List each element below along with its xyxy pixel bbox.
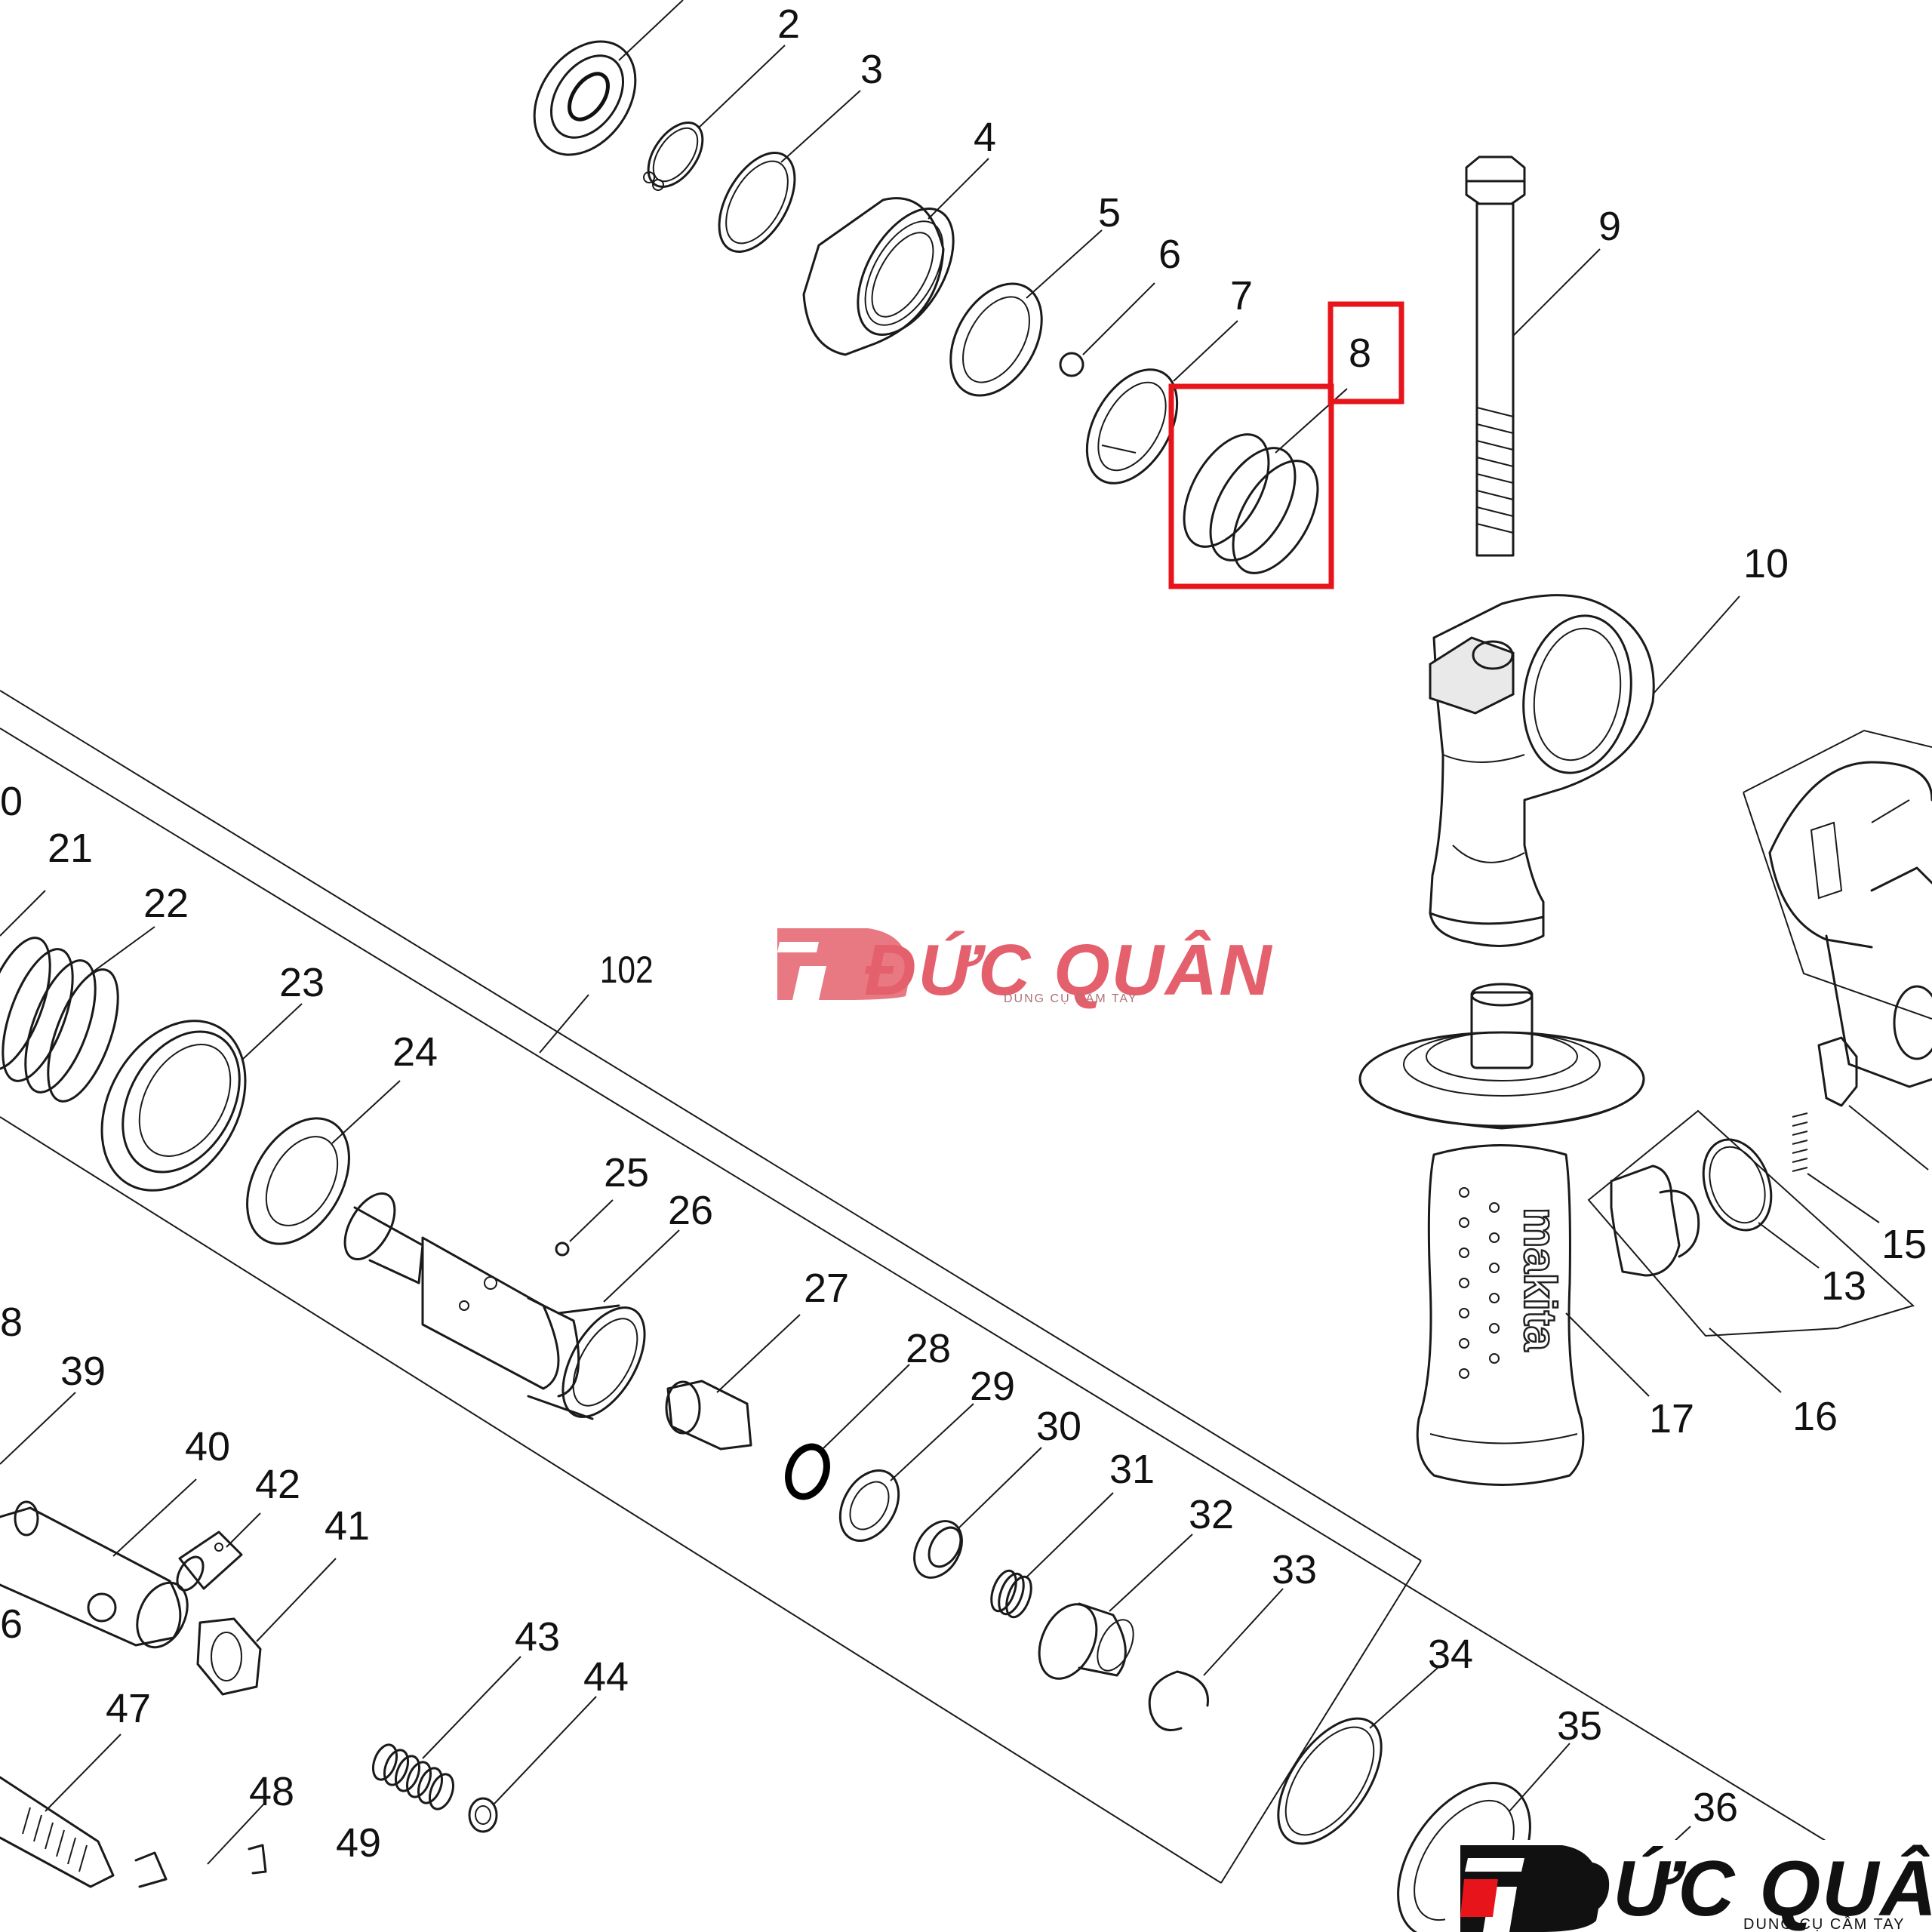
label-part-16: 16: [1792, 1394, 1838, 1439]
part-23-change-ring: [100, 1003, 303, 1192]
label-part-38: 8: [0, 1300, 23, 1345]
part-26-tool-holder: [343, 1192, 680, 1420]
part-28-o-ring: [785, 1364, 910, 1500]
label-part-13: 13: [1821, 1263, 1866, 1309]
label-part-49: 49: [336, 1820, 381, 1866]
part-4-bearing: [802, 158, 989, 356]
label-part-29: 29: [970, 1364, 1015, 1409]
label-part-4: 4: [974, 115, 996, 160]
part-43-spring: [371, 1656, 521, 1810]
part-24-ring-spring: [246, 1080, 401, 1245]
logo-name: ĐỨC QUÂN: [1555, 1845, 1932, 1932]
label-part-31: 31: [1109, 1447, 1155, 1492]
part-47-spindle: [0, 1734, 122, 1888]
label-part-41: 41: [325, 1503, 370, 1549]
part-44-screw: [468, 1696, 597, 1833]
handle-brand-text: makita: [1515, 1208, 1565, 1352]
part-10-grip-base: [1429, 594, 1740, 947]
part-48-49-small-parts: [134, 1803, 267, 1888]
watermark-logo: ĐỨC QUÂN DUNG CỤ CẦM TAY: [777, 928, 1273, 1011]
label-part-40: 40: [185, 1424, 230, 1469]
label-part-46: 6: [0, 1601, 23, 1647]
label-part-32: 32: [1189, 1492, 1234, 1537]
watermark-name: ĐỨC QUÂN: [864, 929, 1273, 1011]
label-part-36: 36: [1693, 1785, 1738, 1830]
label-part-24: 24: [392, 1029, 438, 1075]
part-16-group: [1587, 1036, 1929, 1393]
label-part-28: 28: [906, 1326, 951, 1371]
part-3-flat-washer: [718, 90, 861, 253]
label-part-30: 30: [1036, 1404, 1081, 1449]
part-8-compression-spring: [1183, 388, 1348, 574]
logo-tagline: DUNG CỤ CẦM TAY: [1743, 1915, 1905, 1932]
part-5-flat-washer: [949, 229, 1103, 397]
label-part-25: 25: [604, 1150, 649, 1195]
part-29-flat-washer: [838, 1403, 974, 1543]
housing-body: [1743, 729, 1932, 1088]
part-21-22-springs: [0, 890, 155, 1103]
label-part-42: 42: [255, 1462, 300, 1507]
label-part-44: 44: [583, 1654, 629, 1700]
label-part-2: 2: [777, 2, 800, 47]
label-part-9: 9: [1598, 204, 1621, 249]
label-part-27: 27: [804, 1266, 849, 1311]
part-33-ring-spring: [1148, 1588, 1284, 1731]
brand-logo: ĐỨC QUÂN DUNG CỤ CẦM TAY: [1445, 1840, 1932, 1932]
label-part-47: 47: [106, 1686, 151, 1731]
label-part-26: 26: [668, 1188, 713, 1233]
label-part-17: 17: [1649, 1396, 1694, 1441]
label-part-8: 8: [1349, 331, 1371, 376]
label-part-43: 43: [515, 1614, 560, 1660]
label-part-3: 3: [860, 47, 883, 92]
part-30-ring: [913, 1447, 1042, 1579]
part-40-cam-cylinder: [0, 1478, 197, 1649]
label-part-5: 5: [1098, 190, 1121, 235]
group-102-frame: [0, 690, 1932, 1906]
label-part-15: 15: [1881, 1222, 1927, 1267]
label-part-23: 23: [279, 960, 325, 1005]
label-part-7: 7: [1230, 273, 1253, 318]
label-part-22: 22: [143, 881, 189, 926]
label-part-35: 35: [1557, 1703, 1602, 1749]
part-25-steel-ball: [555, 1199, 614, 1257]
watermark-tagline: DUNG CỤ CẦM TAY: [1004, 991, 1138, 1005]
label-group-102: 102: [600, 949, 654, 991]
label-part-6: 6: [1158, 232, 1181, 277]
label-part-34: 34: [1428, 1632, 1473, 1677]
part-32-ring-guide: [1038, 1534, 1193, 1680]
part-9-hex-bolt: [1465, 155, 1601, 557]
part-34-washer: [1277, 1667, 1438, 1845]
label-part-10: 10: [1743, 541, 1789, 586]
part-7-ring: [1085, 320, 1238, 485]
label-part-39: 39: [60, 1349, 106, 1394]
part-1-oil-seal: [533, 0, 684, 156]
label-part-21: 21: [48, 826, 93, 871]
part-6-steel-ball: [1059, 282, 1155, 377]
highlight-box-part-8: [1168, 383, 1334, 589]
highlight-label-box-part-8: [1327, 301, 1404, 405]
label-part-20: 0: [0, 779, 23, 824]
part-41-clutch-plate: [196, 1558, 337, 1696]
part-2-retaining-ring: [643, 45, 786, 191]
part-38-39-leaders: [0, 1392, 76, 1465]
label-part-33: 33: [1272, 1547, 1317, 1592]
part-31-compression-spring: [990, 1492, 1114, 1619]
part-27-striker: [665, 1314, 801, 1451]
part-42-pin: [176, 1512, 261, 1592]
part-17-side-handle: makita: [1358, 983, 1650, 1486]
label-part-48: 48: [249, 1769, 294, 1814]
